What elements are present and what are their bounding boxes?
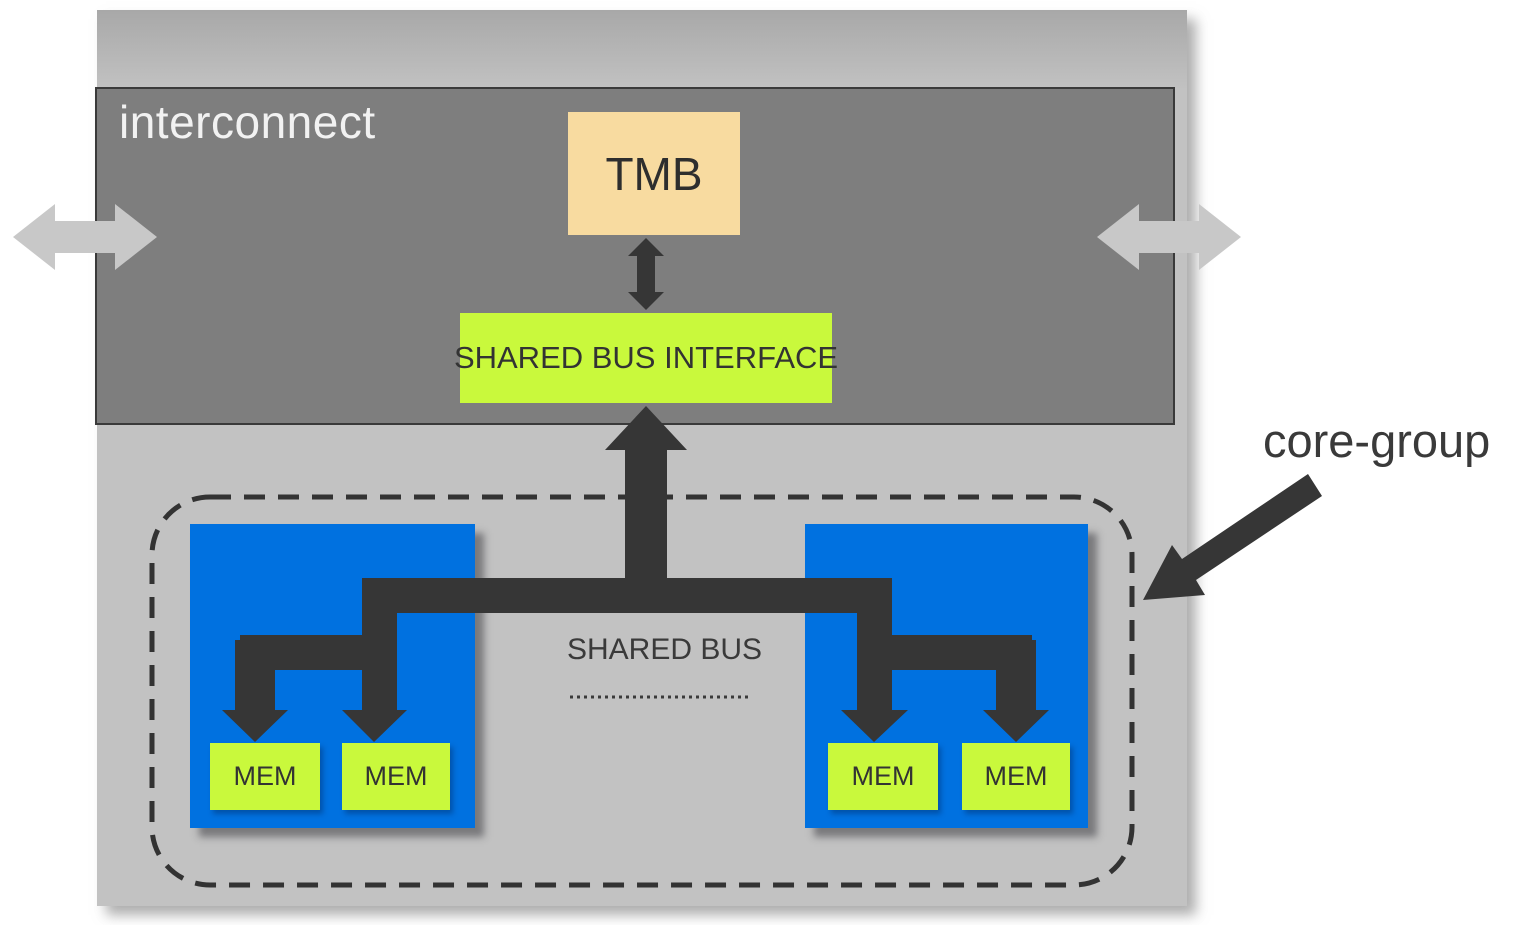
- shared-bus-interface-box: SHARED BUS INTERFACE: [454, 313, 838, 403]
- bidirectional-horizontal-arrow-right-icon: [1097, 204, 1241, 270]
- bidirectional-vertical-arrow-icon: [628, 238, 664, 310]
- tmb-box: TMB: [568, 112, 740, 235]
- tmb-label: TMB: [605, 147, 703, 200]
- mem-label: MEM: [233, 761, 297, 791]
- mem-label: MEM: [851, 761, 915, 791]
- interconnect-label: interconnect: [119, 96, 376, 148]
- core-group-pointer-arrow-icon: [1143, 474, 1322, 600]
- shared-bus-trunk-arrow-icon: [222, 406, 1049, 742]
- shared-bus-interface-label: SHARED BUS INTERFACE: [453, 340, 839, 375]
- dashed-core-group-outline: [149, 494, 1135, 888]
- mem-box: MEM: [342, 743, 450, 810]
- mem-box: MEM: [210, 743, 320, 810]
- core-group-label: core-group: [1263, 414, 1491, 467]
- bidirectional-horizontal-arrow-left-icon: [13, 204, 157, 270]
- mem-box: MEM: [828, 743, 938, 810]
- mem-label: MEM: [364, 761, 428, 791]
- shared-bus-label: SHARED BUS: [567, 633, 763, 666]
- mem-box: MEM: [962, 743, 1070, 810]
- mem-label: MEM: [984, 761, 1048, 791]
